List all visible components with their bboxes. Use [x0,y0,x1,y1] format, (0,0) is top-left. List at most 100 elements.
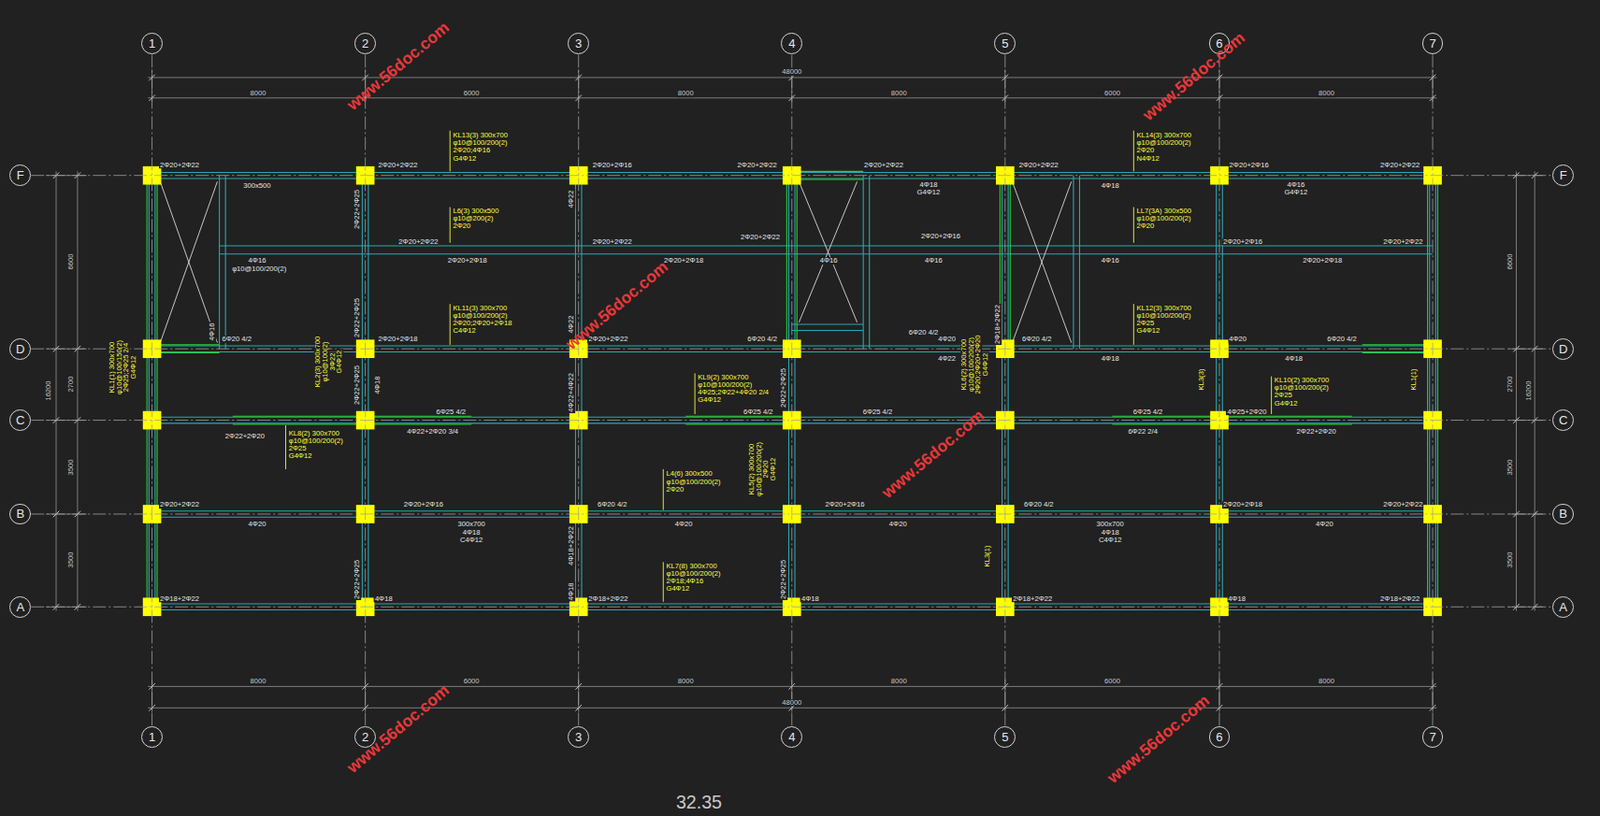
axis-line [30,174,1553,176]
rebar-label: 2Φ20+2Φ16 [591,161,634,170]
rebar-label: 4Φ20 [247,520,268,529]
rebar-label: 2Φ20+2Φ18 [663,258,705,266]
rebar-label: 2Φ22+2Φ25 [353,297,361,339]
axis-label: 2 [361,731,369,744]
rebar-label: 4Φ18+2Φ22 [567,525,576,567]
green-beams [146,171,1438,607]
dimension-text: 6000 [462,90,481,99]
rebar-label: 2Φ20+2Φ22 [158,501,201,509]
axis-bubble: 2 [354,32,376,55]
dimension-text: 8000 [249,677,268,686]
dimension-ticks [53,74,1539,712]
beam-callout: KL1(1) [1411,367,1419,391]
beam-callout: G4Φ12 [451,155,477,163]
rebar-label: 4Φ18 [1100,355,1121,363]
rebar-label: 4Φ20 [1314,520,1335,529]
dimension-text: 6600 [68,253,76,272]
columns [143,166,1442,617]
rebar-label: 2Φ20+2Φ22 [587,336,629,345]
rebar-label: 6Φ20 4/2 [220,336,253,345]
rebar-label: 2Φ20+2Φ22 [397,238,439,246]
rebar-label: 300x700 [1095,520,1125,529]
rebar-label: 6Φ20 4/2 [1326,336,1358,345]
axis-label: C [15,414,25,427]
axis-bubble: C [9,409,31,432]
dimension-text: 8000 [677,677,695,686]
dimension-tick [1429,705,1437,712]
rebar-label: 300x500 [242,182,272,190]
beam-callout: φ10@100/200(2) [1136,215,1193,223]
rebar-label: 2Φ20+2Φ18 [446,258,489,266]
rebar-label: 4Φ18 [374,375,382,396]
rebar-label: 2Φ22+2Φ25 [353,364,361,406]
axis-label: 7 [1428,731,1436,744]
beam-callout: 2Φ20 [763,460,771,480]
beams [148,172,1436,610]
rebar-label: 300x700 [456,520,486,529]
dimension-text: 16200 [45,379,54,402]
rebar-label: 4Φ16 [923,258,944,266]
dimension-tick [1216,705,1224,712]
beam-callout: 2Φ20;2Φ20+2Φ20 [975,333,983,395]
beam-callout: KL12(3) 300x700 [1136,304,1194,313]
rebar-label: 2Φ18+2Φ22 [994,303,1002,346]
dimension-text: 3500 [1506,458,1514,476]
rebar-label: 4Φ16 [1285,181,1306,189]
axis-bubble: C [1552,409,1574,432]
axis-line [364,54,366,727]
dimension-tick [361,705,369,712]
dimension-text: 3500 [1506,551,1514,570]
rebar-label: 2Φ20+2Φ16 [403,501,445,509]
rebar-label: 4Φ22+2Φ20 3/4 [405,428,460,436]
dimension-text: 8000 [677,90,695,99]
rebar-label: 4Φ18 [1100,529,1121,537]
rebar-label: 4Φ16 [819,258,839,266]
beam-callout: 2Φ25 [1273,392,1294,401]
axis-bubble: B [1552,504,1574,526]
rebar-label: 2Φ22+2Φ25 [353,559,361,601]
rebar-label: 4Φ20 [1227,336,1248,345]
axis-line [791,54,793,727]
beam-callout: G4Φ12 [129,354,138,380]
rebar-label: 6Φ25 4/2 [862,408,894,417]
stair-openings [159,181,1071,343]
beam-callout: L4(6) 300x500 [664,471,713,479]
axis-bubble: 4 [780,32,803,55]
axis-line [30,348,1553,350]
dimension-tick [1002,705,1010,712]
axis-line [1432,54,1434,727]
axis-bubble: 6 [1209,726,1231,749]
rebar-label: 4Φ18 [461,529,482,537]
axis-bubble: B [9,504,31,526]
beam-callout: φ10@100/200(2) [288,437,345,446]
dimension-text: 16200 [1525,379,1533,402]
dimension-text: 6000 [462,677,481,686]
beam-callout: 4Φ25;2Φ22+4Φ20 2/4 [696,389,770,397]
dimension-text: 3500 [68,551,76,570]
rebar-label: 2Φ18+2Φ22 [158,595,201,604]
beam-callout: φ10@100/200(2) [696,381,753,390]
rebar-label: 2Φ22+2Φ20 [224,432,266,441]
rebar-label: 2Φ20+2Φ22 [377,161,419,170]
dimension-text: 8000 [1317,90,1336,99]
axis-label: C [1558,414,1568,427]
beam-callout: C4Φ12 [451,327,476,335]
rebar-label: 2Φ20+2Φ22 [1382,238,1424,246]
dimension-text: 8000 [1317,677,1336,686]
beam-callout: 2Φ25;2Φ25 2/4 [122,342,130,393]
rebar-label: 2Φ20+2Φ16 [920,232,962,241]
axis-bubble: F [1552,164,1574,187]
rebar-label: 6Φ20 4/2 [1021,336,1053,345]
axis-line [30,419,1553,421]
dimension-text: 8000 [890,90,909,99]
axis-label: B [15,507,25,520]
dimension-text: 3500 [68,458,76,476]
dimension-tick [575,705,582,712]
axis-line [577,54,579,727]
beam-callout: 2Φ18;4Φ16 [664,577,705,586]
beam-callout: 2Φ20;2Φ20+2Φ18 [451,319,513,328]
beam-callout: KL8(2) 300x700 [288,430,341,438]
rebar-label: 6Φ25 4/2 [435,408,468,417]
beam-callout: KL6(2) 300x700 [960,337,968,390]
axis-label: F [16,169,25,182]
